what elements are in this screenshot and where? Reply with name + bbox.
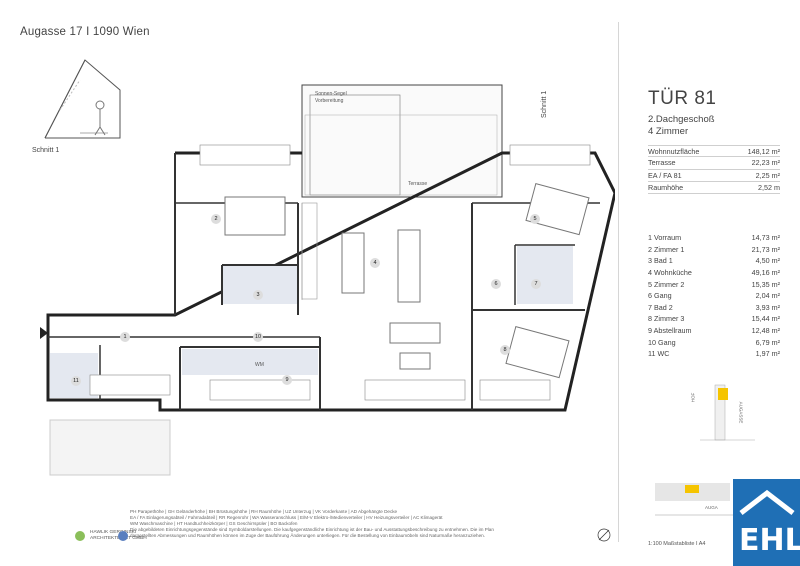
address: Augasse 17 I 1090 Wien	[20, 26, 150, 38]
architect-logo-icon	[75, 531, 85, 541]
room-number-marker: 4	[370, 258, 380, 268]
partner-logo-icon	[118, 531, 128, 541]
room-number-marker: 8	[500, 345, 510, 355]
room-number-marker: 2	[211, 214, 221, 224]
section-sketch	[44, 59, 121, 139]
ehl-logo: EHL	[733, 479, 800, 566]
unit-title: TÜR 81	[648, 88, 717, 109]
room-number-marker: 7	[531, 279, 541, 289]
wm-label: WM	[255, 362, 264, 368]
mini-augasse-2: AUGA	[705, 505, 718, 510]
site-map	[655, 483, 735, 516]
section-label: Schnitt 1	[32, 147, 60, 154]
north-arrow-icon	[597, 528, 611, 542]
mini-hof: HOF	[690, 392, 696, 403]
room-number-marker: 1	[120, 332, 130, 342]
room-number-marker: 5	[530, 214, 540, 224]
legend: PH Parapethöhe | GH Geländerhöhe | BH Br…	[130, 509, 494, 538]
unit-floor: 2.Dachgeschoß	[648, 114, 715, 125]
mini-augasse: AUGASSE	[738, 401, 744, 424]
sail-label-2: Vorbereitung	[315, 98, 344, 104]
floor-plan	[40, 84, 615, 476]
unit-rooms-count: 4 Zimmer	[648, 126, 689, 137]
scale-note: 1:100 Maßstabliste I A4	[648, 541, 706, 547]
sail-label-1: Sonnen-Segel	[315, 91, 347, 97]
room-number-marker: 9	[282, 375, 292, 385]
room-number-marker: 3	[253, 290, 263, 300]
room-number-marker: 6	[491, 279, 501, 289]
terrace-label: Terrasse	[408, 181, 428, 187]
location-map	[700, 384, 755, 441]
divider	[618, 22, 619, 542]
room-number-marker: 11	[71, 376, 81, 386]
room-number-marker: 10	[253, 332, 263, 342]
section-label-vertical: Schnitt 1	[541, 90, 548, 118]
